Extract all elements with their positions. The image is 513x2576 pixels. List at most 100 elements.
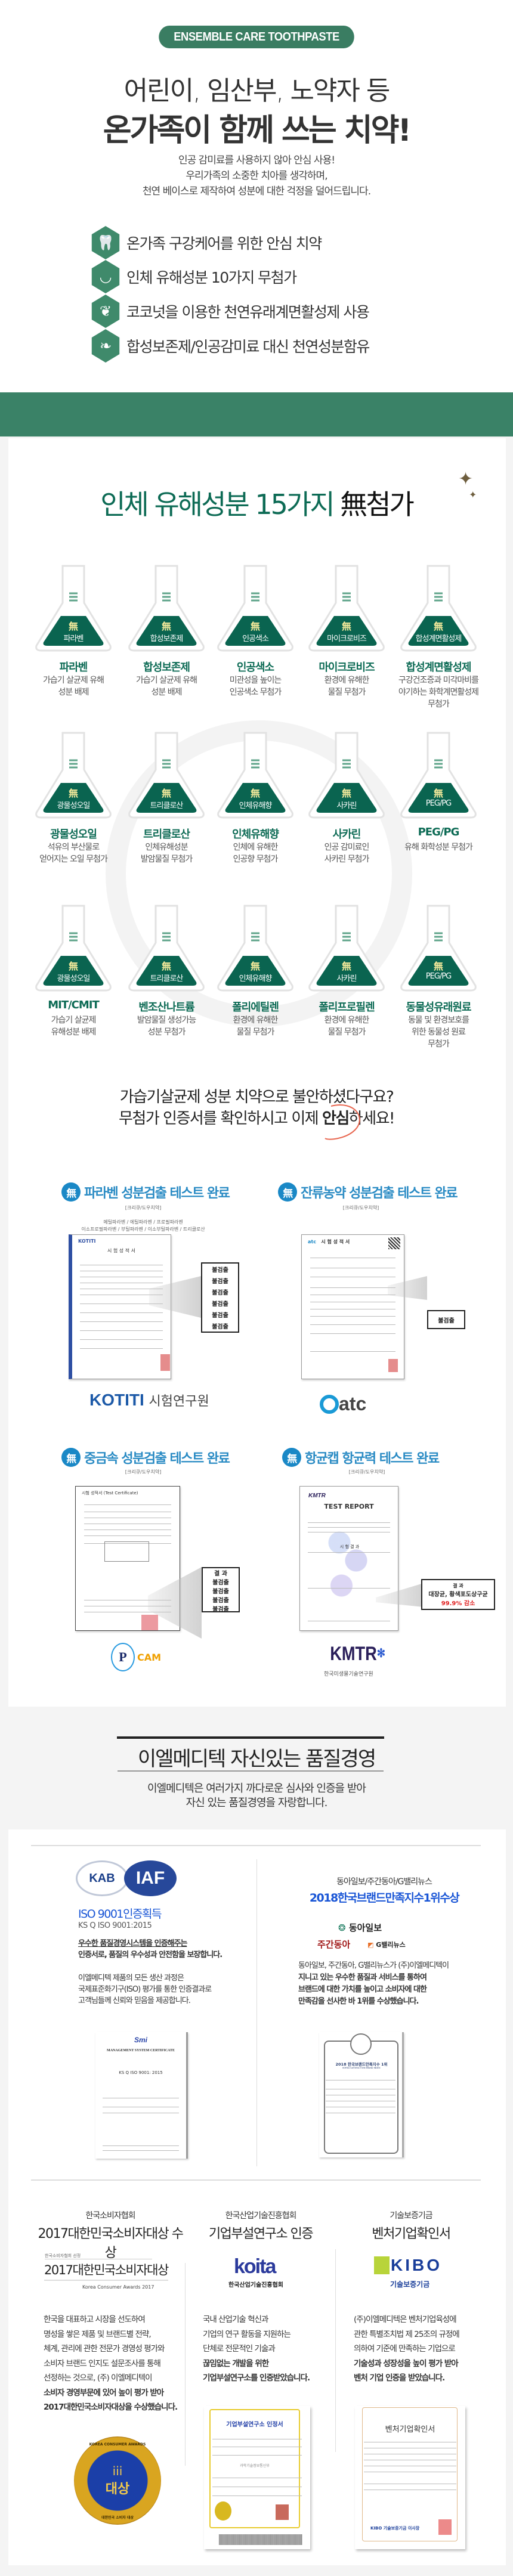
divider [256, 1859, 257, 2166]
desc-line: 유해 화학성분 무첨가 [404, 843, 473, 852]
mu-label: 無 [433, 788, 443, 799]
flask-label: 트리클로산 [150, 801, 184, 810]
ingredient-name: 합성계면활성제 [406, 661, 472, 674]
gvalley-news-logo: ◩ G밸리뉴스 [367, 1940, 406, 1949]
cert-question: 가습기살균제 성분 치약으로 불안하셨다구요? 무첨가 인증서를 확인하시고 이… [0, 1086, 513, 1129]
doc-logo: KMTR [308, 1493, 326, 1499]
mu-icon: 無 [278, 1182, 297, 1202]
doc-title: 기업부설연구소 인정서 [226, 2422, 283, 2428]
consumer-award-logo: 2017대한민국소비자대상 [44, 2262, 169, 2281]
ingredient-name: PEG/PG [418, 826, 460, 838]
consumer-award-en: Korea Consumer Awards 2017 [82, 2284, 154, 2290]
test-title-text: 파라벤 성분검출 테스트 완료 [84, 1186, 230, 1201]
mu-label: 無 [161, 788, 171, 799]
result-header: 결 과 [453, 1583, 463, 1589]
desc-line: 물질 무첨가 [327, 688, 366, 697]
doc-title: 시험 성적서 (Test Certificate) [82, 1491, 138, 1496]
mu-label: 無 [161, 961, 171, 972]
result-text: 불검출 [212, 1606, 229, 1613]
venture-certificate-image: 벤처기업확인서 KIBO 기술보증기금 이사장 [355, 2406, 465, 2549]
test-title-text: 항균캡 항균력 테스트 완료 [305, 1451, 440, 1466]
free-section-title: 인체 유해성분 15가지 無첨가 [0, 483, 513, 522]
mu-label: 無 [433, 961, 443, 972]
result-text: 대장균, 황색포도상구균 [428, 1591, 488, 1598]
molecule-icon: ✻ [376, 1647, 385, 1660]
doc-logo: Smi [134, 2036, 147, 2044]
koita-logo: koita [234, 2255, 276, 2278]
flask-label: 마이크로비즈 [327, 634, 367, 643]
smile-icon: ◡ [91, 260, 120, 293]
feature-text: 온가족 구강케어를 위한 안심 치약 [126, 235, 322, 252]
test-title: 無 항균캡 항균력 테스트 완료 [282, 1448, 440, 1467]
cam-logo: CAM [137, 1652, 162, 1663]
donga-emblem-icon: ❂ [338, 1922, 346, 1933]
text-line: 국내 산업기술 혁신과 [203, 2315, 268, 2324]
product-badge: ENSEMBLE CARE TOOTHPASTE [159, 26, 354, 48]
text-line: 브랜드에 대한 가치를 높이고 소비자에 대한 [298, 1985, 427, 1994]
text-line: 기업의 연구 활동을 지원하는 [203, 2329, 291, 2339]
ingredient-name: 합성보존제 [143, 661, 190, 674]
kotiti-logo: KOTITI 시험연구원 [89, 1391, 209, 1410]
result-text: 불검출 [212, 1597, 229, 1604]
text-line: 관한 특별조치법 제 25조의 규정에 [354, 2329, 460, 2339]
mu-label: 無 [341, 788, 351, 799]
desc-line: 인체유해성분 [145, 843, 188, 852]
mu-icon: 無 [61, 1182, 81, 1202]
award-title: 벤처기업확인서 [372, 2227, 451, 2241]
text-line: 소비자 경영부문에 있어 높이 평가 받아 [44, 2388, 164, 2398]
headline-line-2: 온가족이 함께 쓰는 치약! [103, 113, 412, 148]
desc-line: 환경에 유해한 [233, 1015, 279, 1025]
logo-text: KMTR [330, 1643, 377, 1664]
mu-icon: 無 [61, 1448, 81, 1467]
ingredient-name: 인체유해향 [232, 828, 279, 841]
brand-title: 2018한국브랜드만족지수1위수상 [309, 1891, 460, 1905]
leaves-icon: ❧ [91, 329, 120, 363]
divider [31, 1845, 481, 1846]
doc-issuer: 과학기술정보통신부 [240, 2464, 270, 2468]
question-line-2: 무첨가 인증서를 확인하시고 이제 안심하세요! [0, 1108, 513, 1129]
doc-title: 시 험 성 적 서 [321, 1239, 350, 1244]
ingredient-name: 파라벤 [59, 661, 88, 674]
brand-certificate-image: 2018 한국브랜드만족지수 1위 KOREA SATISFACTION BRA… [319, 2032, 404, 2157]
desc-line: 성분 무첨가 [147, 1027, 186, 1037]
desc-line: 물질 무첨가 [327, 1027, 366, 1037]
desc-line: 인공색소 무첨가 [229, 688, 282, 697]
brand-sub: 동아일보/주간동아/G밸리뉴스 [336, 1877, 432, 1887]
kmtr-watermark-icon [327, 1528, 369, 1600]
seal-icon [141, 1615, 158, 1630]
flask-label: 파라벤 [63, 634, 84, 643]
seal-icon [215, 2501, 231, 2521]
desc-line: 석유의 부산물로 [47, 843, 100, 852]
ingredient-name: 광물성오일 [50, 828, 97, 841]
text-line: (주)이엘메디텍은 벤처기업육성에 [354, 2315, 457, 2324]
feature-item: ◡인체 유해성분 10가지 무첨가 [89, 260, 297, 293]
desc-line: 유해성분 배제 [51, 1027, 97, 1037]
result-text: 불검출 [212, 1301, 228, 1308]
ingredient-name: 동물성유래원료 [406, 1001, 472, 1014]
title-green: 인체 유해성분 15가지 [100, 488, 335, 521]
flask-label: 트리클로산 [150, 974, 184, 983]
text-line: 이엘메디텍 제품의 모든 생산 과정은 [78, 1974, 184, 1983]
ingredient-name: 트리클로산 [143, 828, 190, 841]
doc-title: TEST REPORT [324, 1503, 374, 1510]
seal-icon [438, 2519, 452, 2535]
text-line: 한국을 대표하고 시장을 선도하여 [44, 2315, 146, 2324]
kab-logo: KAB [76, 1860, 128, 1896]
mu-icon: 無 [282, 1448, 301, 1467]
seal-icon [160, 1354, 170, 1371]
weekly-donga-logo: 주간동아 [317, 1939, 351, 1950]
flask-label: 합성계면활성제 [415, 634, 462, 643]
desc-line: 환경에 유해한 [324, 1015, 370, 1025]
text-line: 벤처 기업 인증을 받았습니다. [354, 2373, 445, 2383]
result-text: 불검출 [212, 1267, 228, 1274]
